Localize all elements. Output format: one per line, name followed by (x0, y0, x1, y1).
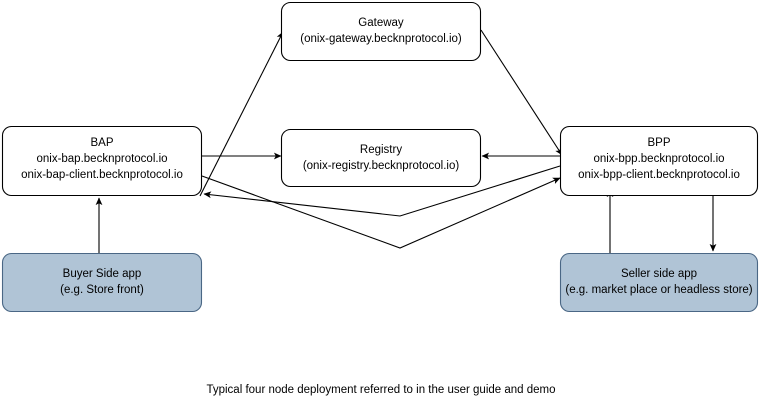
gateway-node-shape[interactable] (280, 1, 482, 62)
bap-node-label-line3: onix-bap-client.becknprotocol.io (21, 169, 183, 181)
bap-node-label-line1: BAP (90, 137, 113, 149)
gateway-node-label-line2: (onix-gateway.becknprotocol.io) (300, 33, 462, 45)
registry-node-label-line2: (onix-registry.becknprotocol.io) (303, 160, 460, 172)
edge-gateway-to-bpp (480, 29, 563, 156)
seller-side-app-node-label-line1: Seller side app (621, 268, 697, 280)
buyer-side-app-node-shape[interactable] (1, 252, 203, 313)
bpp-node[interactable]: BPP onix-bpp.becknprotocol.io onix-bpp-c… (559, 125, 759, 197)
registry-node-shape[interactable] (280, 128, 482, 188)
bap-node[interactable]: BAP onix-bap.becknprotocol.io onix-bap-c… (1, 125, 203, 197)
buyer-side-app-node-label-line2: (e.g. Store front) (60, 284, 144, 296)
gateway-node-label-line1: Gateway (358, 17, 404, 29)
bap-node-label-line2: onix-bap.becknprotocol.io (36, 153, 167, 165)
edge-bap-to-gateway (199, 31, 284, 197)
bap-node-shape[interactable] (1, 125, 203, 197)
nodes-layer: Gateway (onix-gateway.becknprotocol.io) … (1, 1, 759, 313)
bpp-node-shape[interactable] (559, 125, 759, 197)
seller-side-app-node-shape[interactable] (559, 252, 759, 313)
seller-side-app-node[interactable]: Seller side app (e.g. market place or he… (559, 252, 759, 313)
bpp-node-label-line2: onix-bpp.becknprotocol.io (593, 153, 724, 165)
bpp-node-label-line1: BPP (647, 137, 670, 149)
edge-bap-to-bpp (201, 175, 561, 249)
seller-side-app-node-label-line2: (e.g. market place or headless store) (565, 284, 752, 296)
gateway-node[interactable]: Gateway (onix-gateway.becknprotocol.io) (280, 1, 482, 62)
registry-node-label-line1: Registry (360, 144, 402, 156)
buyer-side-app-node[interactable]: Buyer Side app (e.g. Store front) (1, 252, 203, 313)
buyer-side-app-node-label-line1: Buyer Side app (63, 268, 142, 280)
edge-bpp-to-bap (203, 165, 561, 217)
bpp-node-label-line3: onix-bpp-client.becknprotocol.io (578, 169, 740, 181)
edges-layer (95, 29, 717, 253)
diagram-caption: Typical four node deployment referred to… (206, 384, 555, 396)
registry-node[interactable]: Registry (onix-registry.becknprotocol.io… (280, 128, 482, 188)
